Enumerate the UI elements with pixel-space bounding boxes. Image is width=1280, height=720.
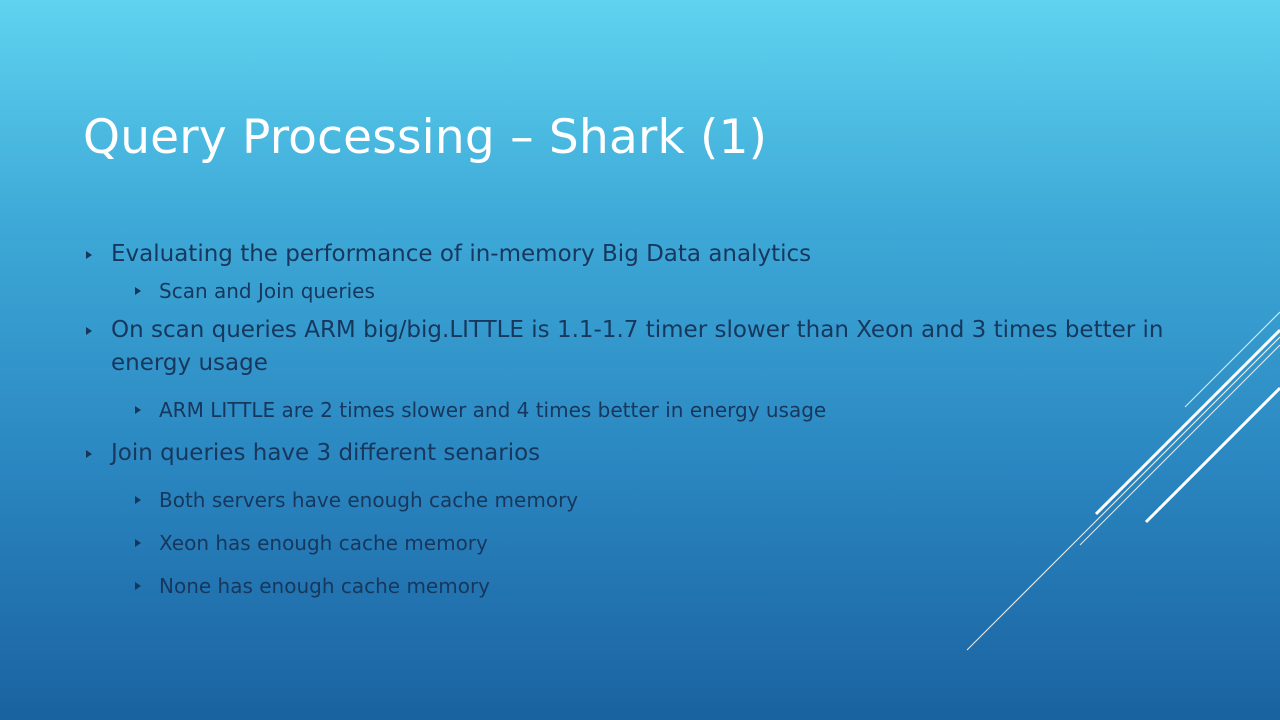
- sub-bullet-item: None has enough cache memory: [83, 573, 1233, 599]
- sub-bullet-item: Both servers have enough cache memory: [83, 487, 1233, 513]
- sub-bullet-text: ARM LITTLE are 2 times slower and 4 time…: [159, 398, 827, 422]
- sub-bullet-item: Scan and Join queries: [83, 278, 1233, 304]
- triangle-right-icon: [135, 496, 141, 504]
- sub-bullet-item: Xeon has enough cache memory: [83, 530, 1233, 556]
- triangle-right-icon: [135, 406, 141, 414]
- bullet-list: Evaluating the performance of in-memory …: [83, 238, 1233, 599]
- triangle-right-icon: [135, 287, 141, 295]
- triangle-right-icon: [135, 539, 141, 547]
- bullet-item: Evaluating the performance of in-memory …: [83, 238, 1233, 271]
- bullet-item: Join queries have 3 different senarios: [83, 437, 1233, 470]
- triangle-right-icon: [86, 251, 92, 259]
- sub-bullet-text: None has enough cache memory: [159, 574, 491, 598]
- triangle-right-icon: [86, 450, 92, 458]
- triangle-right-icon: [86, 327, 92, 335]
- sub-bullet-text: Xeon has enough cache memory: [159, 531, 488, 555]
- sub-bullet-text: Scan and Join queries: [159, 279, 375, 303]
- bullet-text: On scan queries ARM big/big.LITTLE is 1.…: [111, 317, 1164, 376]
- bullet-text: Join queries have 3 different senarios: [111, 440, 541, 466]
- sub-bullet-item: ARM LITTLE are 2 times slower and 4 time…: [83, 397, 1233, 423]
- triangle-right-icon: [135, 582, 141, 590]
- bullet-item: On scan queries ARM big/big.LITTLE is 1.…: [83, 314, 1233, 380]
- sub-bullet-text: Both servers have enough cache memory: [159, 488, 579, 512]
- slide-title: Query Processing – Shark (1): [83, 110, 768, 165]
- bullet-text: Evaluating the performance of in-memory …: [111, 241, 812, 267]
